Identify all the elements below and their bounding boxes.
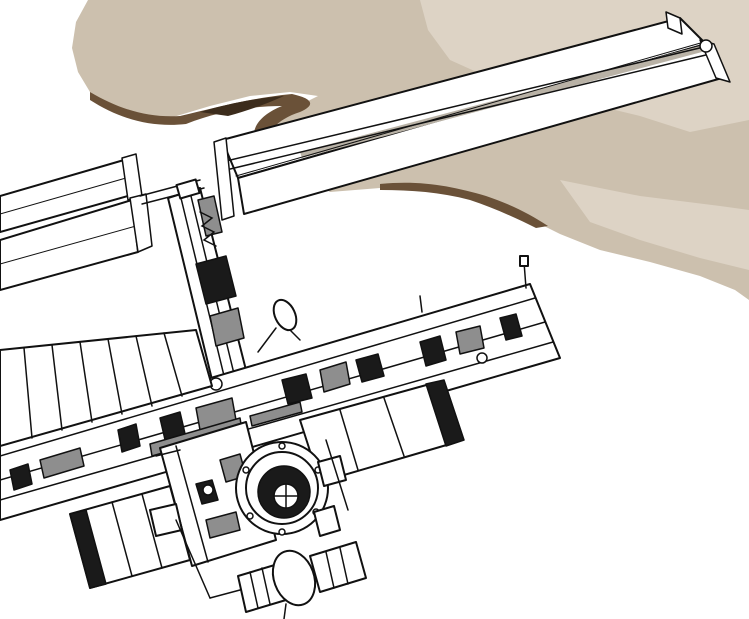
- spacecraft-probe: [283, 603, 287, 619]
- main-truss: [0, 255, 561, 521]
- truss-equipment-grey: [249, 401, 303, 427]
- radiator-divider: [79, 341, 93, 423]
- spacecraft-wing-line: [261, 567, 271, 605]
- array-stripe: [0, 177, 127, 215]
- truss-mast-cap: [519, 255, 529, 267]
- terrain-ridge-dark: [90, 92, 330, 192]
- truss-equipment-dark: [9, 463, 33, 491]
- docking-bolt: [278, 442, 286, 450]
- module-ring: [383, 397, 405, 457]
- truss-equipment-dark: [499, 313, 523, 341]
- spacecraft-wing: [309, 541, 367, 593]
- radiator-divider: [107, 338, 123, 415]
- strut: [209, 589, 241, 599]
- strut: [175, 519, 211, 599]
- strut: [155, 449, 181, 457]
- truss-equipment-dark: [117, 423, 141, 453]
- main-truss-edge: [0, 341, 554, 501]
- hub-bracket: [313, 505, 341, 537]
- truss-equipment-grey: [39, 447, 85, 479]
- truss-joint-node: [476, 352, 488, 364]
- core-module: [159, 421, 347, 567]
- core-seam: [175, 445, 209, 563]
- truss-equipment-grey: [455, 325, 485, 355]
- lower-left-module: [69, 485, 191, 589]
- array-mast: [221, 45, 709, 163]
- radiator-divider: [135, 335, 153, 407]
- upper-solar-wing: [213, 11, 731, 221]
- radiator-divider: [23, 347, 33, 439]
- module-ring: [111, 501, 133, 577]
- core-panel-grey: [205, 511, 241, 539]
- solar-array-tint: [300, 46, 702, 158]
- antenna-dish: [272, 298, 298, 332]
- spacecraft-wing-line: [249, 571, 259, 609]
- docking-bolt: [242, 466, 250, 474]
- array-stripe: [0, 225, 137, 265]
- struts: [155, 439, 349, 599]
- array-stripe: [235, 41, 705, 177]
- truss-zigzag: [199, 211, 217, 247]
- core-porthole: [202, 484, 214, 496]
- radiator-divider: [51, 344, 63, 431]
- docking-bolt: [278, 528, 286, 536]
- module-ring: [339, 409, 359, 471]
- array-end-cap: [213, 137, 235, 221]
- array-end-cap: [665, 11, 683, 35]
- spacecraft-body: [271, 549, 317, 607]
- bottom-spacecraft: [237, 541, 367, 619]
- array-mast: [225, 53, 711, 171]
- antenna-mast: [289, 329, 301, 341]
- module-band-dark: [69, 509, 107, 589]
- spacecraft-wing-line: [325, 551, 335, 589]
- docking-bolt: [246, 512, 254, 520]
- spacecraft-wing-line: [339, 547, 349, 585]
- truss-mast: [419, 295, 423, 313]
- truss-grey-block: [209, 307, 245, 347]
- array-hinge: [699, 39, 713, 53]
- terrain-highlight: [560, 180, 749, 270]
- module-ring: [141, 493, 163, 569]
- truss-equipment-grey: [319, 361, 351, 393]
- main-truss-edge: [0, 321, 546, 481]
- module-box: [149, 503, 183, 537]
- truss-equipment-dark: [419, 335, 447, 367]
- module-end-dark: [425, 379, 465, 447]
- radiator-divider: [163, 332, 183, 397]
- terrain-ridge-dark: [380, 182, 548, 228]
- truss-equipment-dark: [355, 353, 385, 383]
- truss-equipment-dark: [281, 373, 313, 405]
- terrain-ridge-shadow: [200, 96, 284, 116]
- main-truss-edge: [0, 297, 536, 457]
- truss-joint: [175, 178, 201, 200]
- antenna-dish-icon: [257, 298, 301, 353]
- radiator-panels: [0, 329, 213, 447]
- truss-dark-block: [195, 255, 237, 305]
- antenna-mast: [257, 327, 277, 353]
- strut: [325, 439, 349, 511]
- hub-bracket: [317, 455, 347, 487]
- left-solar-wing: [0, 153, 205, 291]
